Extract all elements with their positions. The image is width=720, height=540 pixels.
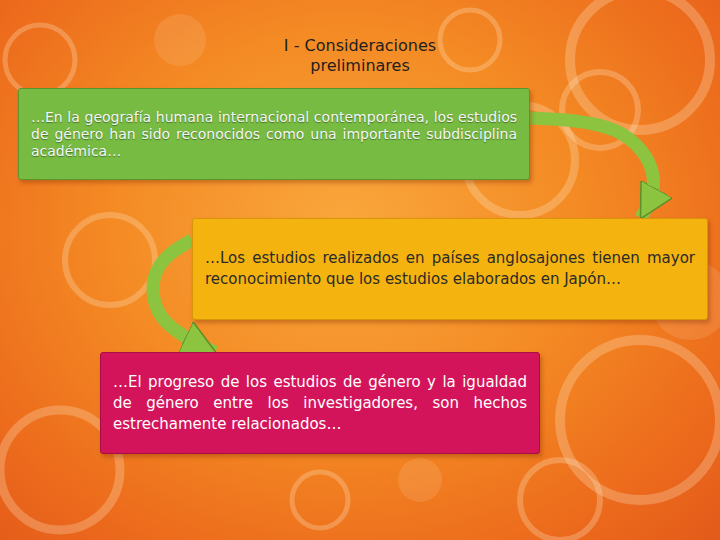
curved-arrow	[530, 118, 653, 218]
statement-box: …El progreso de los estudios de género y…	[100, 352, 540, 454]
statement-text: …En la geografía humana internacional co…	[31, 109, 517, 160]
ring	[5, 25, 75, 95]
ring	[292, 472, 348, 528]
dot	[154, 14, 206, 66]
ring	[520, 460, 600, 540]
ring	[560, 340, 720, 500]
ring	[65, 215, 155, 305]
statement-text: …El progreso de los estudios de género y…	[113, 372, 527, 435]
statement-box: …Los estudios realizados en países anglo…	[192, 218, 708, 320]
statement-text: …Los estudios realizados en países anglo…	[205, 248, 695, 290]
ring	[440, 10, 500, 70]
statement-box: …En la geografía humana internacional co…	[18, 88, 530, 180]
slide-title: I - Consideraciones preliminares	[255, 36, 465, 76]
dot	[398, 458, 442, 502]
